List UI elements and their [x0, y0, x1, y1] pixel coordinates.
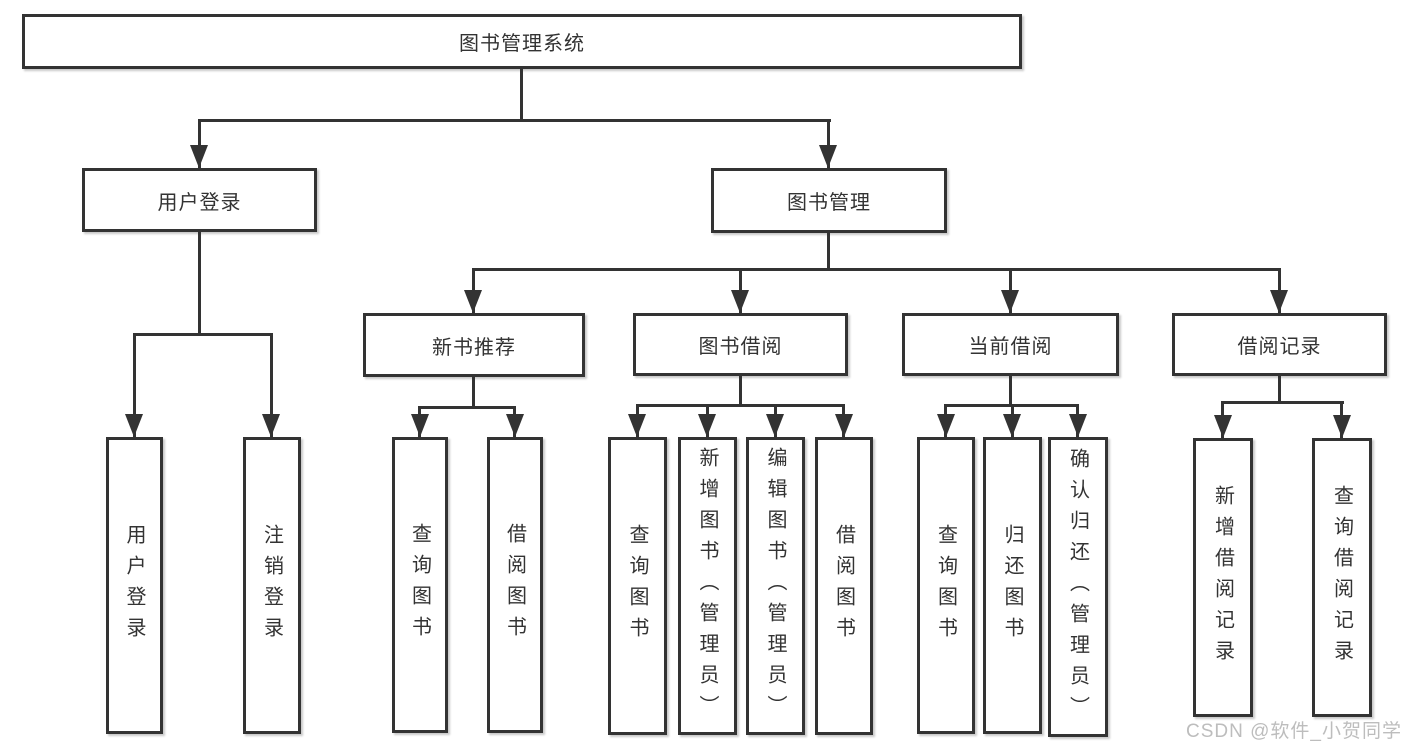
node-borrowing-records-label: 借阅记录 [1237, 336, 1322, 358]
arrow-down-icon [1001, 290, 1019, 313]
leaf-query-books-current: 查询图书 [917, 437, 975, 734]
connector-book-borrowing-hline [636, 404, 845, 407]
leaf-confirm-return-admin-label: 确认归还（管理员） [1066, 447, 1089, 727]
node-borrowing-records: 借阅记录 [1172, 313, 1387, 376]
leaf-logout-login-label: 注销登录 [260, 523, 283, 648]
connector-new-book-hline [418, 406, 516, 409]
leaf-query-books-borrowing-label: 查询图书 [626, 524, 648, 648]
arrow-down-icon [1214, 415, 1232, 438]
connector-book-management-hline [472, 268, 1280, 271]
connector-new-book-stem [472, 377, 475, 409]
leaf-return-books-label: 归还图书 [1001, 523, 1023, 648]
leaf-user-login-label: 用户登录 [123, 523, 145, 648]
leaf-borrow-books-borrowing-label: 借阅图书 [832, 524, 855, 648]
leaf-borrow-books-borrowing: 借阅图书 [815, 437, 873, 735]
csdn-watermark: CSDN @软件_小贺同学 [1186, 721, 1402, 742]
connector-to-leaf-logout [270, 333, 273, 437]
arrow-down-icon [731, 290, 749, 313]
arrow-down-icon [262, 414, 280, 437]
leaf-query-books-current-label: 查询图书 [934, 523, 957, 648]
connector-borrowing-records-stem [1278, 376, 1281, 404]
leaf-edit-books-admin-label: 编辑图书（管理员） [764, 446, 786, 726]
leaf-borrow-books-recommend: 借阅图书 [487, 437, 543, 733]
connector-root-to-book-management [827, 119, 830, 168]
leaf-query-books-recommend: 查询图书 [392, 437, 448, 733]
connector-root-stem [520, 69, 523, 122]
node-book-management: 图书管理 [711, 168, 947, 233]
arrow-down-icon [411, 414, 429, 437]
connector-user-login-stem [198, 232, 201, 336]
node-library-system: 图书管理系统 [22, 14, 1022, 69]
arrow-down-icon [937, 414, 955, 437]
leaf-add-borrow-record: 新增借阅记录 [1193, 438, 1253, 717]
node-current-borrowing-label: 当前借阅 [968, 336, 1053, 358]
leaf-add-borrow-record-label: 新增借阅记录 [1211, 484, 1234, 671]
arrow-down-icon [506, 414, 524, 437]
connector-root-to-user-login [198, 119, 201, 168]
arrow-down-icon [1069, 414, 1087, 437]
node-book-management-label: 图书管理 [787, 192, 871, 214]
leaf-query-books-recommend-label: 查询图书 [408, 523, 431, 647]
arrow-down-icon [819, 145, 837, 168]
arrow-down-icon [835, 414, 853, 437]
arrow-down-icon [698, 414, 716, 437]
leaf-add-books-admin: 新增图书（管理员） [678, 437, 737, 735]
connector-book-management-stem [827, 233, 830, 271]
leaf-query-borrow-record-label: 查询借阅记录 [1330, 484, 1353, 671]
arrow-down-icon [464, 290, 482, 313]
leaf-add-books-admin-label: 新增图书（管理员） [696, 446, 718, 726]
leaf-query-borrow-record: 查询借阅记录 [1312, 438, 1372, 717]
connector-root-hline [198, 119, 831, 122]
leaf-borrow-books-recommend-label: 借阅图书 [503, 523, 526, 647]
node-user-login-label: 用户登录 [157, 191, 242, 214]
arrow-down-icon [190, 145, 208, 168]
node-book-borrowing: 图书借阅 [633, 313, 848, 376]
connector-current-borrowing-stem [1009, 376, 1012, 407]
node-current-borrowing: 当前借阅 [902, 313, 1119, 376]
node-user-login: 用户登录 [82, 168, 317, 232]
leaf-edit-books-admin: 编辑图书（管理员） [746, 437, 805, 735]
arrow-down-icon [1270, 290, 1288, 313]
arrow-down-icon [125, 414, 143, 437]
arrow-down-icon [1333, 415, 1351, 438]
leaf-user-login: 用户登录 [106, 437, 163, 734]
leaf-query-books-borrowing: 查询图书 [608, 437, 667, 735]
leaf-logout-login: 注销登录 [243, 437, 301, 734]
node-new-book-recommend: 新书推荐 [363, 313, 585, 377]
leaf-return-books: 归还图书 [983, 437, 1042, 734]
connector-user-login-hline [133, 333, 273, 336]
arrow-down-icon [628, 414, 646, 437]
node-library-system-label: 图书管理系统 [459, 33, 585, 55]
connector-borrowing-records-hline [1221, 401, 1344, 404]
arrow-down-icon [1003, 414, 1021, 437]
leaf-confirm-return-admin: 确认归还（管理员） [1048, 437, 1108, 737]
connector-to-leaf-user-login [133, 333, 136, 437]
arrow-down-icon [766, 414, 784, 437]
node-new-book-recommend-label: 新书推荐 [432, 336, 516, 359]
connector-book-borrowing-stem [739, 376, 742, 407]
node-book-borrowing-label: 图书借阅 [698, 336, 783, 358]
